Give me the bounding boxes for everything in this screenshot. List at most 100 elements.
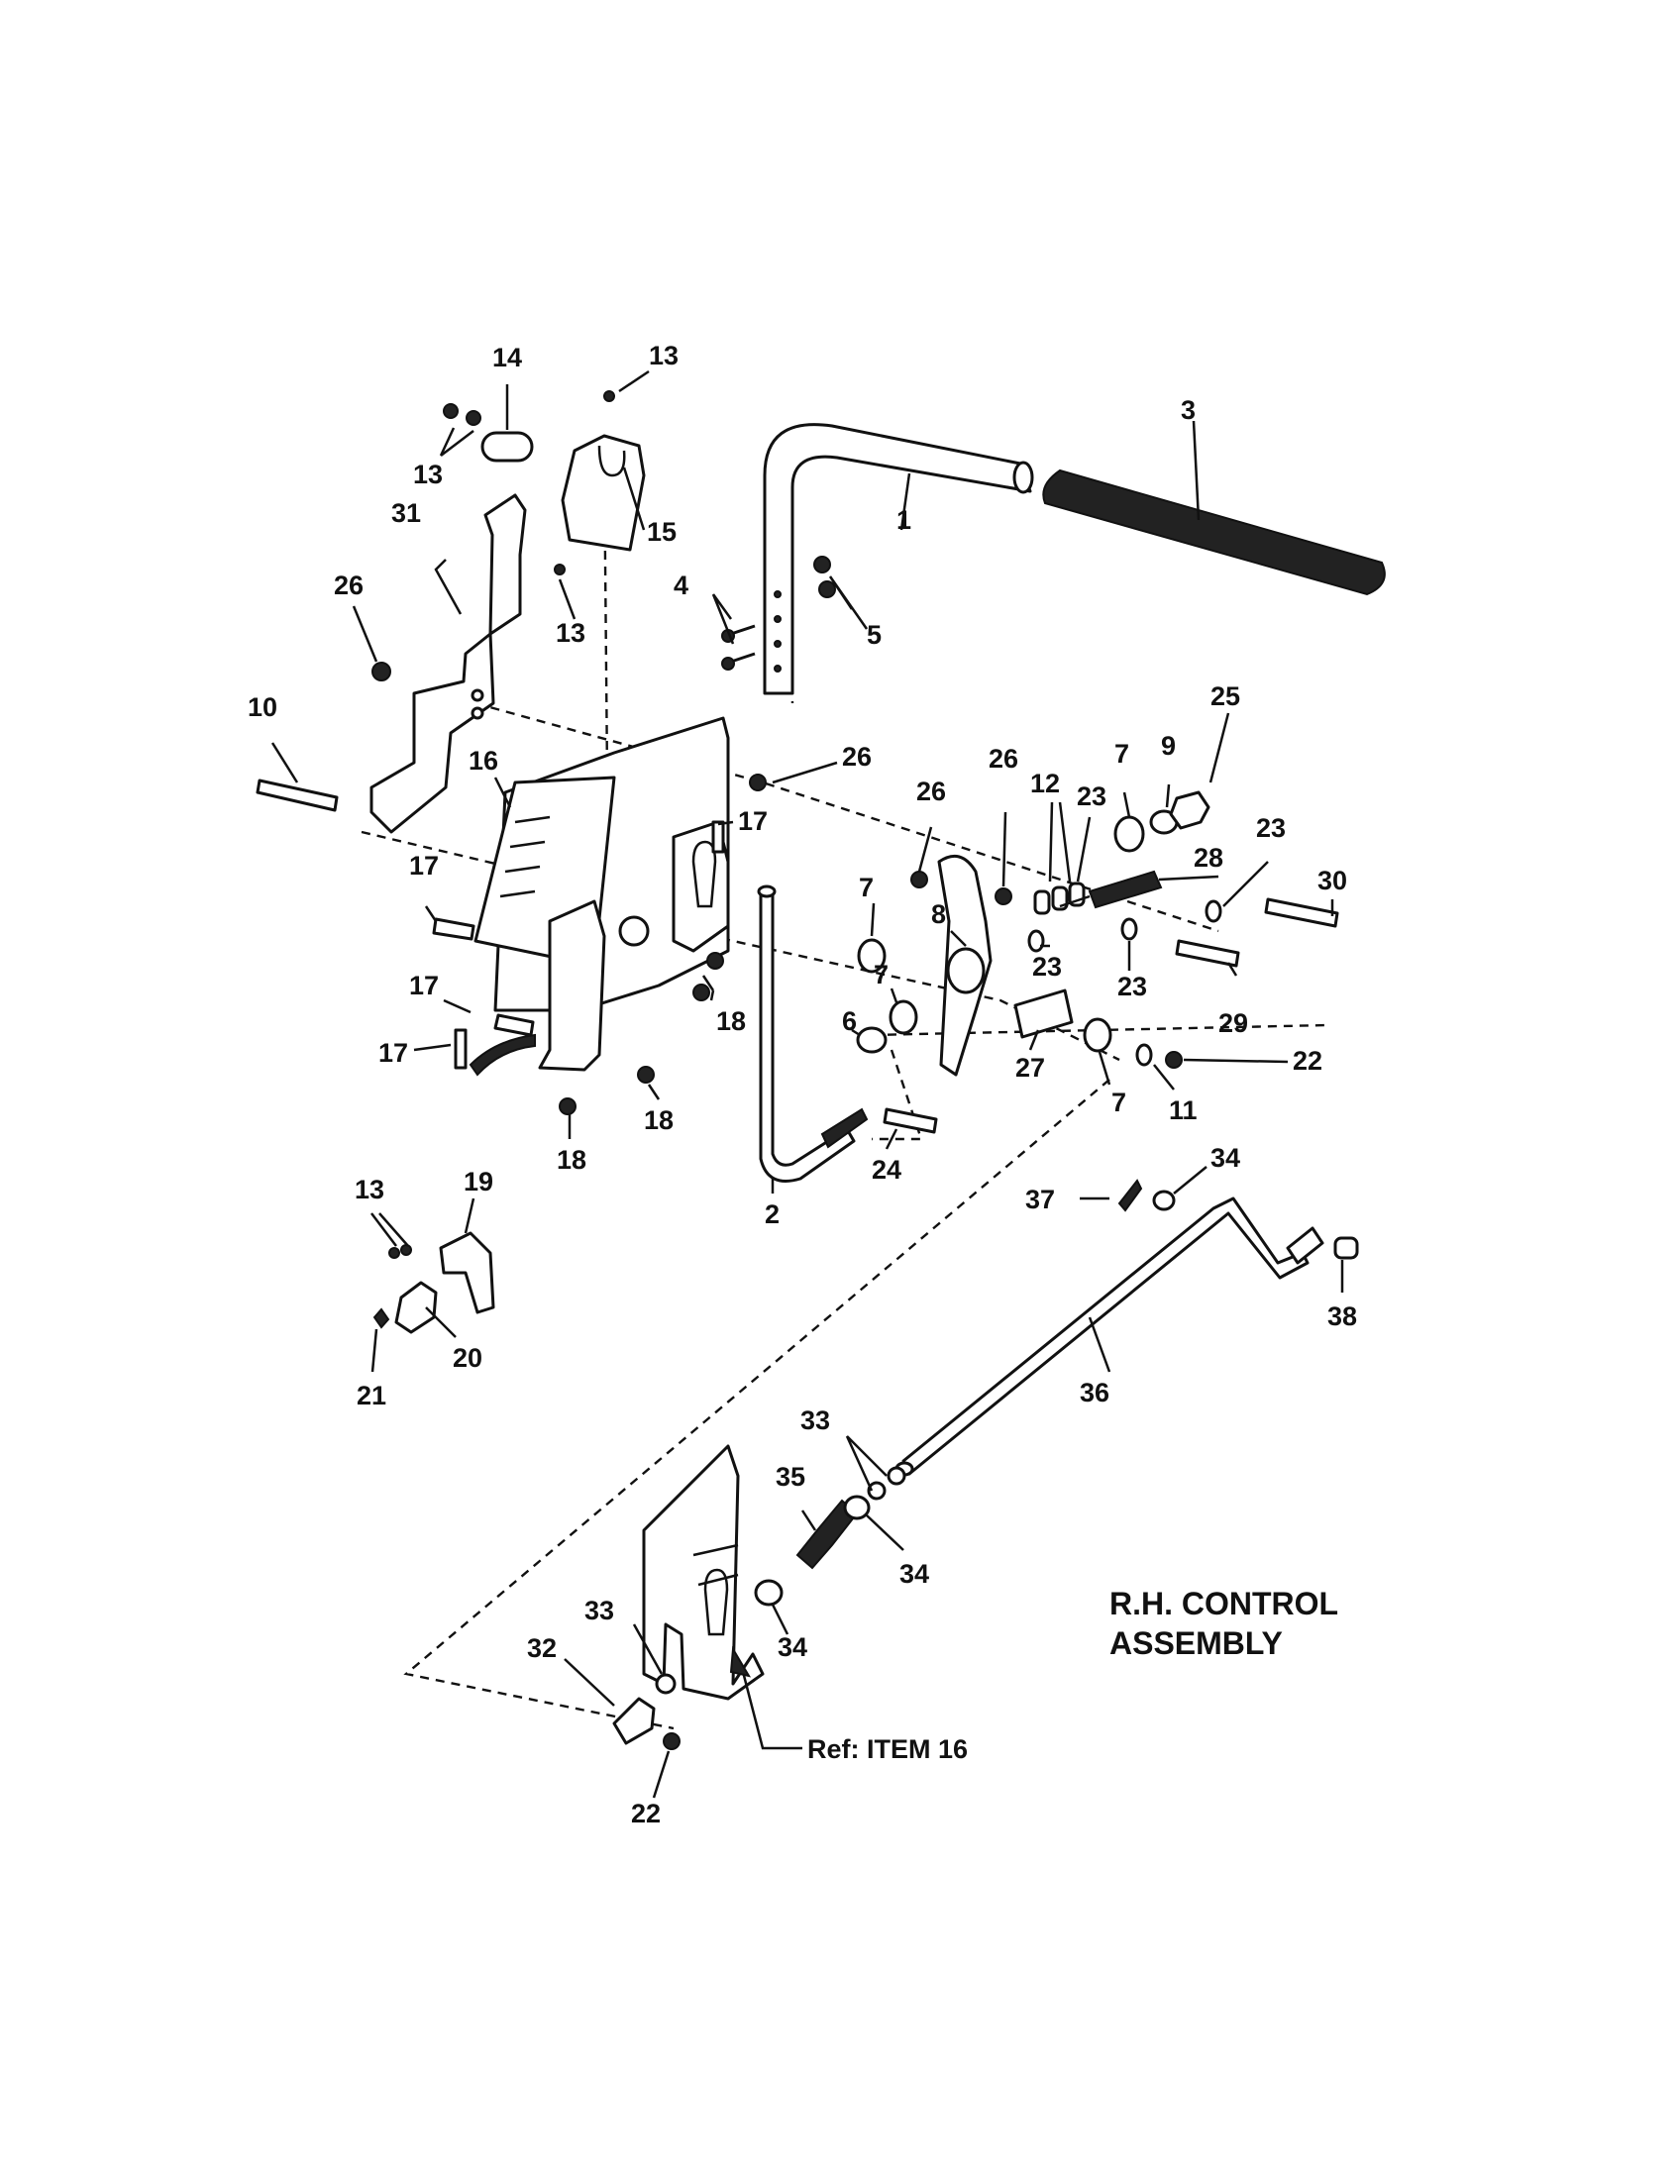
callout-26: 26	[334, 571, 364, 600]
nut-25	[1169, 790, 1210, 830]
callout-23: 23	[1256, 813, 1286, 843]
callout-25: 25	[1210, 681, 1240, 711]
callout-13: 13	[649, 341, 679, 370]
gate-notches	[499, 815, 551, 898]
callout-16: 16	[469, 746, 498, 776]
callout-26: 26	[916, 777, 946, 806]
nut-26	[749, 774, 767, 791]
nuts-5	[813, 556, 836, 598]
handle-tube	[763, 423, 1032, 695]
bushings-7	[857, 815, 1145, 1053]
bolts-4	[721, 624, 756, 671]
bracket-31	[369, 493, 527, 834]
spring-hook	[1059, 894, 1091, 908]
diagram-title-line-1: R.H. CONTROL	[1109, 1586, 1338, 1621]
callout-15: 15	[647, 517, 677, 547]
ref-bracket-slot	[703, 1568, 729, 1636]
bolt-24	[883, 1107, 938, 1134]
handle-holes	[774, 590, 782, 673]
rod-36	[901, 1196, 1310, 1476]
callout-29: 29	[1218, 1008, 1248, 1038]
bracket-19	[439, 1231, 495, 1314]
callout-7: 7	[859, 873, 874, 902]
spacers-12-23	[1027, 882, 1222, 953]
callout-26: 26	[842, 742, 872, 772]
callout-34: 34	[1210, 1143, 1240, 1173]
callout-13: 13	[355, 1175, 384, 1204]
nut-22	[663, 1732, 681, 1750]
callout-22: 22	[1293, 1046, 1322, 1076]
slot	[691, 840, 717, 908]
screw-13	[603, 390, 615, 402]
bracket-31-hole	[471, 688, 484, 702]
callout-23: 23	[1117, 972, 1147, 1001]
callout-4: 4	[674, 571, 688, 600]
switch-20	[394, 1281, 438, 1334]
washer-34	[1152, 1190, 1176, 1211]
callout-31: 31	[391, 498, 421, 528]
callout-35: 35	[776, 1462, 805, 1492]
callout-33: 33	[800, 1405, 830, 1435]
callout-17: 17	[409, 851, 439, 881]
callout-38: 38	[1327, 1301, 1357, 1331]
rod-36-bracket	[1286, 1226, 1324, 1265]
callout-5: 5	[867, 620, 882, 650]
handle-tube-end	[1012, 461, 1034, 494]
callout-22: 22	[631, 1799, 661, 1828]
nut-22	[1165, 1051, 1183, 1069]
nuts-18	[559, 952, 724, 1115]
callout-1: 1	[896, 505, 911, 535]
bolt-10	[256, 779, 339, 812]
callout-7: 7	[874, 960, 889, 989]
callout-7: 7	[1111, 1088, 1126, 1117]
bolt-29	[1175, 939, 1240, 968]
ref-bracket-lower	[642, 1444, 765, 1701]
callout-21: 21	[357, 1381, 386, 1410]
mount-bracket-16	[538, 899, 606, 1072]
sleeve-27	[1013, 988, 1074, 1039]
washer-6	[856, 1026, 888, 1054]
callout-17: 17	[409, 971, 439, 1000]
callout-3: 3	[1181, 395, 1196, 425]
nut-26	[371, 662, 391, 681]
screw-13	[400, 1244, 412, 1256]
rod-2-end	[757, 884, 777, 898]
spacer-14	[480, 431, 534, 463]
bolt-30	[1264, 897, 1339, 928]
screw-13	[388, 1247, 400, 1259]
callout-10: 10	[248, 692, 277, 722]
bracket-15-slot	[597, 445, 626, 477]
callout-2: 2	[765, 1199, 780, 1229]
bracket-31-hole	[471, 706, 484, 720]
spring-28	[1088, 870, 1163, 909]
callout-23: 23	[1077, 781, 1106, 811]
callout-32: 32	[527, 1633, 557, 1663]
bushing-38	[1333, 1236, 1359, 1260]
callout-17: 17	[738, 806, 768, 836]
callout-34: 34	[899, 1559, 929, 1589]
alignment-lines	[361, 455, 1328, 1730]
wire-harness	[469, 1033, 536, 1077]
rod-2	[759, 889, 856, 1183]
callout-34: 34	[778, 1632, 807, 1662]
leader-lines	[270, 369, 1344, 1799]
callout-9: 9	[1161, 731, 1176, 761]
callout-14: 14	[492, 343, 522, 372]
nut-33	[887, 1466, 906, 1486]
screw-13	[554, 564, 566, 575]
callout-36: 36	[1080, 1378, 1109, 1407]
callout-27: 27	[1015, 1053, 1045, 1083]
callout-18: 18	[557, 1145, 586, 1175]
callout-30: 30	[1317, 866, 1347, 895]
nut-13	[443, 403, 459, 419]
callout-6: 6	[842, 1006, 857, 1036]
washer-34	[754, 1579, 784, 1607]
pivot-arm-hub	[946, 947, 986, 994]
callout-28: 28	[1194, 843, 1223, 873]
callout-13: 13	[413, 460, 443, 489]
hand-grip	[1042, 468, 1386, 596]
callout-18: 18	[644, 1105, 674, 1135]
pivot-32	[612, 1697, 656, 1745]
